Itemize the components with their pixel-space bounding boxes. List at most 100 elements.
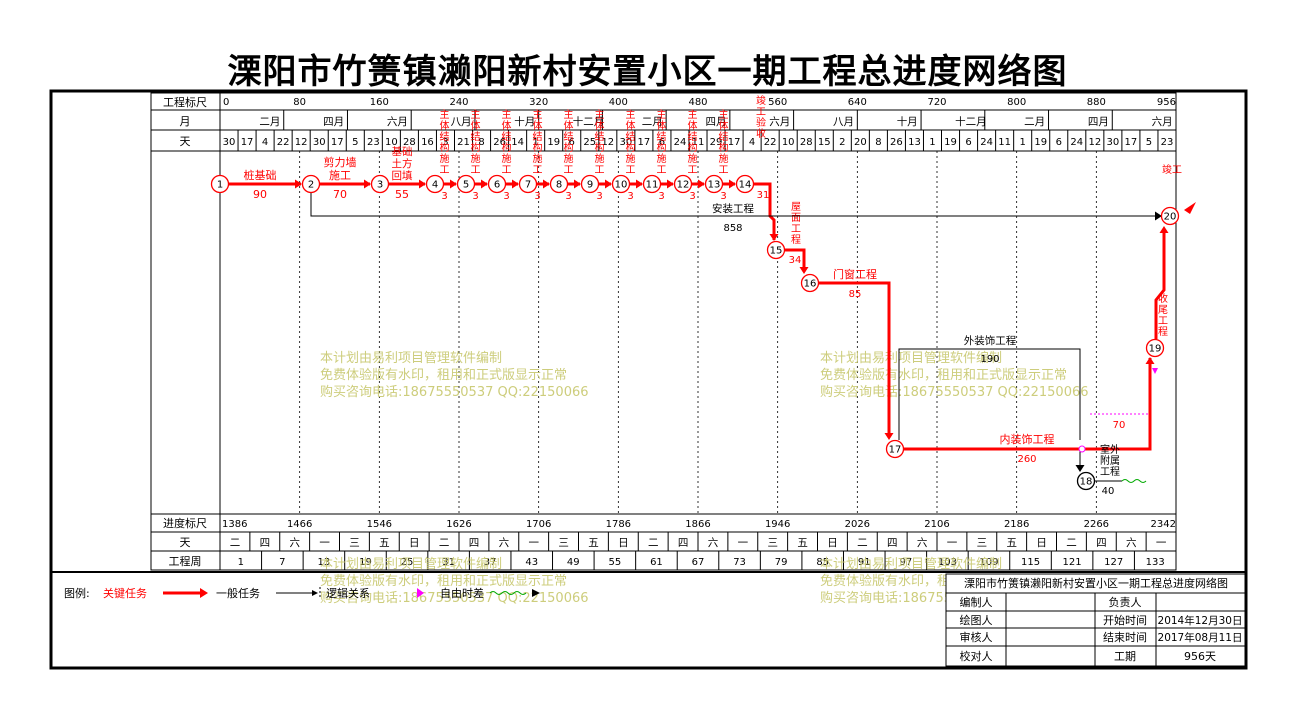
critical-arrow-head (799, 267, 809, 274)
critical-arrow (819, 281, 891, 438)
critical-arrow-head (481, 179, 488, 189)
week-label: 121 (1063, 557, 1082, 568)
day-label: 17 (331, 137, 344, 148)
scale-tick: 480 (688, 97, 707, 108)
task-label-vertical: 主体结构施工 (626, 109, 636, 176)
scale-tick: 720 (927, 97, 946, 108)
month-row-label: 月 (180, 115, 191, 128)
week-label: 43 (525, 557, 538, 568)
legend-label: 图例: (64, 586, 90, 600)
progress-tick: 1786 (606, 519, 631, 530)
day-label: 12 (1088, 137, 1101, 148)
task-duration: 55 (395, 188, 409, 201)
month-label: 六月 (769, 116, 790, 128)
task-duration: 3 (596, 191, 602, 202)
weekday-label: 日 (827, 537, 838, 549)
task-duration: 260 (1017, 454, 1036, 465)
weekday-label: 二 (857, 537, 868, 549)
month-label: 二月 (1024, 116, 1045, 128)
finish-flag (1184, 202, 1196, 214)
critical-arrow-head (450, 179, 457, 189)
legend-float-wave (489, 591, 527, 595)
day-label: 30 (619, 137, 632, 148)
watermark-line: 购买咨询电话:18675550537 QQ:22150066 (320, 384, 589, 400)
task-duration: 90 (253, 188, 267, 201)
critical-arrow-head (884, 433, 894, 440)
task-label: 土方 (392, 157, 413, 170)
week-label: 127 (1104, 557, 1123, 568)
legend-normal-arrow (312, 590, 318, 596)
node-number: 15 (770, 246, 783, 257)
node-number: 6 (494, 180, 500, 191)
day-label: 17 (241, 137, 254, 148)
day2-row-label: 天 (180, 536, 191, 549)
progress-tick: 1546 (367, 519, 392, 530)
critical-arrow-head (729, 179, 736, 189)
critical-arrow-head (295, 179, 302, 189)
node-circle (456, 174, 476, 194)
day-label: 24 (1070, 137, 1083, 148)
weekday-label: 六 (289, 537, 300, 549)
weekday-label: 一 (738, 537, 749, 549)
info-title: 溧阳市竹箦镇濑阳新村安置小区一期工程总进度网络图 (964, 576, 1228, 590)
task-duration: 858 (723, 223, 742, 234)
weekday-label: 五 (797, 537, 808, 549)
day-label: 6 (659, 137, 665, 148)
legend-normal-label: 一般任务 (216, 587, 260, 600)
task-duration: 34 (789, 255, 802, 266)
task-duration: 70 (333, 188, 347, 201)
weekday-label: 日 (1036, 537, 1047, 549)
node-number: 7 (525, 180, 531, 191)
scale-tick: 160 (370, 97, 389, 108)
watermark-line: 本计划由易利项目管理软件编制 (820, 557, 1002, 572)
day-label: 6 (569, 137, 575, 148)
weekday-label: 日 (409, 537, 420, 549)
critical-arrow-head (574, 179, 581, 189)
node-circle (735, 174, 755, 194)
watermark-line: 本计划由易利项目管理软件编制 (820, 351, 1002, 366)
month-label: 六月 (387, 116, 408, 128)
day-row-label: 天 (180, 135, 191, 148)
month-label: 二月 (259, 116, 280, 128)
day-label: 15 (818, 137, 831, 148)
critical-arrow-head (769, 234, 779, 241)
day-label: 4 (749, 137, 755, 148)
node-circle (800, 273, 820, 293)
progress-row-label: 进度标尺 (163, 516, 207, 530)
day-label: 10 (782, 137, 795, 148)
task-label-vertical: 主体结构施工 (440, 109, 450, 176)
day-label: 21 (457, 137, 470, 148)
task-duration: 190 (980, 354, 999, 365)
node-circle (704, 174, 724, 194)
progress-tick: 1386 (222, 519, 247, 530)
node-circle (301, 174, 321, 194)
legend-logic-label: 逻辑关系 (326, 586, 370, 600)
task-label: 门窗工程 (833, 267, 877, 281)
day-label: 4 (262, 137, 268, 148)
day-label: 30 (223, 137, 236, 148)
week-label: 109 (979, 557, 998, 568)
critical-arrow-head (1145, 357, 1155, 364)
day-label: 26 (493, 137, 506, 148)
scale-tick: 80 (293, 97, 306, 108)
day-label: 16 (421, 137, 434, 148)
watermark-line: 免费体验版有水印，租用和正式版显示正常 (820, 367, 1067, 383)
day-label: 24 (980, 137, 993, 148)
day-label: 28 (800, 137, 813, 148)
info-drawer: 绘图人 (960, 613, 993, 627)
month-label: 二月 (642, 116, 663, 128)
node-circle (580, 174, 600, 194)
day-label: 19 (1034, 137, 1047, 148)
node-circle (370, 174, 390, 194)
weekday-label: 三 (977, 537, 988, 549)
node-number: 2 (308, 180, 314, 191)
float-wave (1121, 479, 1147, 483)
week-label: 115 (1021, 557, 1040, 568)
weekday-label: 五 (1006, 537, 1017, 549)
node-number: 14 (739, 180, 752, 191)
weekday-label: 日 (618, 537, 629, 549)
day-label: 11 (998, 137, 1011, 148)
task-label-vertical: 主体结构施工 (595, 109, 605, 176)
node-circle (210, 174, 230, 194)
task-label-vertical: 主体结构施工 (688, 109, 698, 176)
